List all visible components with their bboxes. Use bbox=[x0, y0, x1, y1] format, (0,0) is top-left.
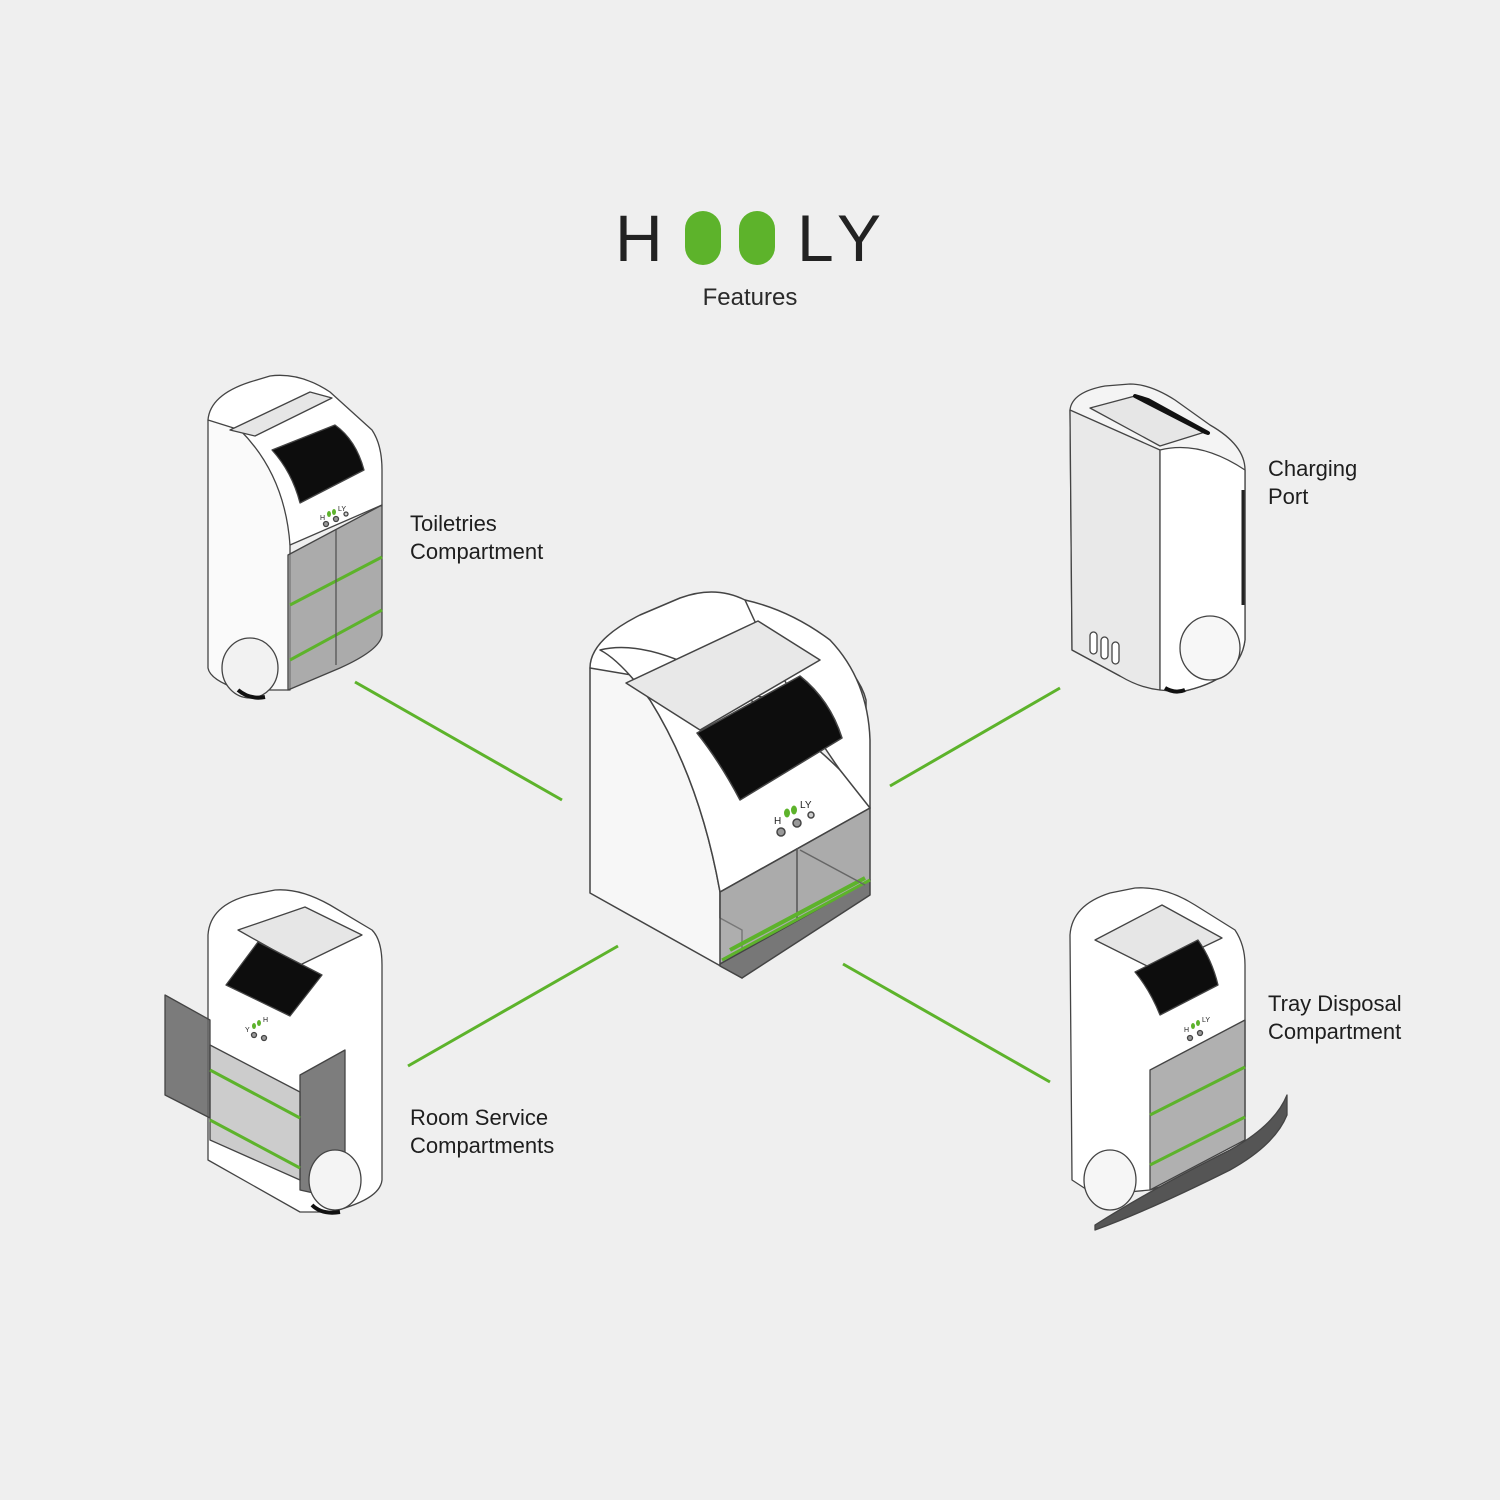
logo-green-dot-1 bbox=[685, 211, 721, 265]
feature-label-line: Port bbox=[1268, 484, 1309, 509]
logo-letter-l: L bbox=[797, 201, 834, 275]
feature-label-toiletries: Toiletries Compartment bbox=[410, 510, 543, 566]
toiletries-robot-illustration: H LY bbox=[207, 374, 383, 700]
feature-label-line: Compartments bbox=[410, 1133, 555, 1158]
center-robot-illustration: H LY bbox=[589, 591, 871, 979]
svg-text:H: H bbox=[263, 1017, 268, 1024]
feature-label-line: Room Service bbox=[410, 1105, 549, 1130]
feature-label-line: Tray Disposal bbox=[1268, 991, 1402, 1016]
hooly-logo: H L Y bbox=[615, 205, 885, 271]
logo-letter-y: Y bbox=[837, 201, 882, 275]
tray-disposal-robot-illustration: H LY bbox=[1069, 887, 1288, 1231]
feature-label-line: Charging bbox=[1268, 456, 1358, 481]
svg-text:H: H bbox=[320, 515, 325, 522]
logo-letter-h: H bbox=[615, 201, 663, 275]
connector-charging bbox=[889, 686, 1061, 788]
connector-toiletries bbox=[354, 680, 563, 802]
feature-label-line: Toiletries bbox=[410, 511, 497, 536]
feature-label-line: Compartment bbox=[410, 539, 544, 564]
feature-label-tray-disposal: Tray Disposal Compartment bbox=[1268, 990, 1402, 1046]
svg-text:LY: LY bbox=[338, 506, 346, 513]
connector-tray-disposal bbox=[842, 962, 1051, 1084]
svg-text:LY: LY bbox=[800, 800, 812, 811]
svg-text:H: H bbox=[774, 816, 781, 827]
feature-label-room-service: Room Service Compartments bbox=[410, 1104, 554, 1160]
feature-label-line: Compartment bbox=[1268, 1019, 1402, 1044]
svg-text:H: H bbox=[1184, 1027, 1189, 1034]
charging-robot-illustration bbox=[1069, 383, 1246, 694]
svg-text:LY: LY bbox=[1202, 1017, 1210, 1024]
room-service-robot-illustration: Y H bbox=[164, 889, 383, 1215]
logo-green-dot-2 bbox=[739, 211, 775, 265]
connector-lines bbox=[354, 680, 1061, 1084]
svg-text:Y: Y bbox=[245, 1027, 250, 1034]
feature-label-charging: Charging Port bbox=[1268, 455, 1357, 511]
page-subtitle: Features bbox=[702, 284, 798, 311]
connector-room-service bbox=[407, 944, 619, 1068]
